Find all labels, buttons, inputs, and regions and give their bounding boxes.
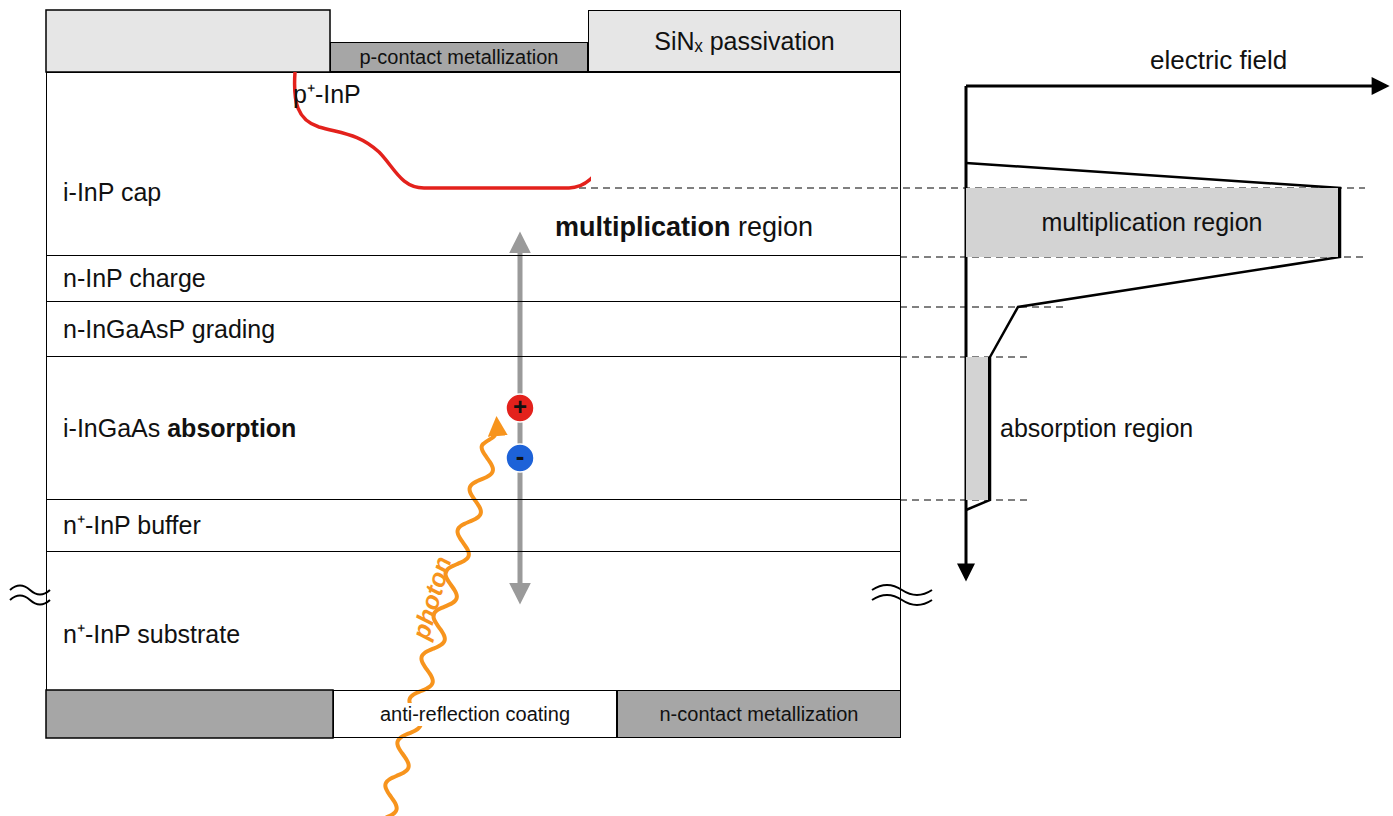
break-mark [10, 580, 932, 605]
layer-label: n-InGaAsP grading [63, 315, 275, 344]
layer-label: n⁺-InP buffer [63, 511, 201, 540]
coating-layer: anti-reflection coating [333, 690, 617, 738]
layer-label: anti-reflection coating [377, 703, 573, 726]
metal-block [46, 690, 333, 738]
layer-label: p⁺-InP [293, 80, 361, 109]
layer-label: n-contact metallization [660, 703, 859, 726]
guide-lines [555, 188, 1365, 500]
region-label: multiplication region [555, 213, 813, 243]
layer-label: absorption region [1000, 414, 1193, 443]
charge-sign: + [513, 394, 527, 420]
charge-layer: n-InP charge [46, 255, 901, 302]
passivation-layer: SiNₓ passivation [588, 10, 901, 72]
layer-label: i-InP cap [63, 178, 161, 207]
metal-contact: n-contact metallization [617, 690, 901, 738]
buffer-layer: n⁺-InP buffer [46, 500, 901, 552]
field-region: multiplication region [966, 188, 1340, 257]
diffusion-region: p⁺-InP [271, 72, 591, 190]
layer-label: SiNₓ passivation [654, 27, 835, 56]
layer-label: p-contact metallization [360, 46, 559, 69]
grading-layer: n-InGaAsP grading [46, 302, 901, 357]
layer-label: n⁺-InP substrate [63, 620, 240, 649]
photon-label: photon [407, 554, 457, 643]
layer-label: multiplication region [1042, 208, 1263, 237]
metal-contact: p-contact metallization [330, 42, 588, 72]
layer-label: n-InP charge [63, 264, 206, 293]
substrate-layer: n⁺-InP substrate [46, 552, 901, 690]
field-axis [966, 85, 1386, 88]
depth-axis [965, 86, 968, 578]
layer-label: i-InGaAs absorption [63, 414, 296, 443]
photon-wave [385, 424, 497, 816]
absorption-layer: i-InGaAs absorption [46, 357, 901, 500]
passivation-block [46, 10, 330, 72]
axis-label: electric field [1150, 46, 1287, 75]
field-region: absorption region [966, 357, 990, 500]
charge-sign: - [516, 442, 525, 471]
field-profile [966, 163, 1340, 510]
